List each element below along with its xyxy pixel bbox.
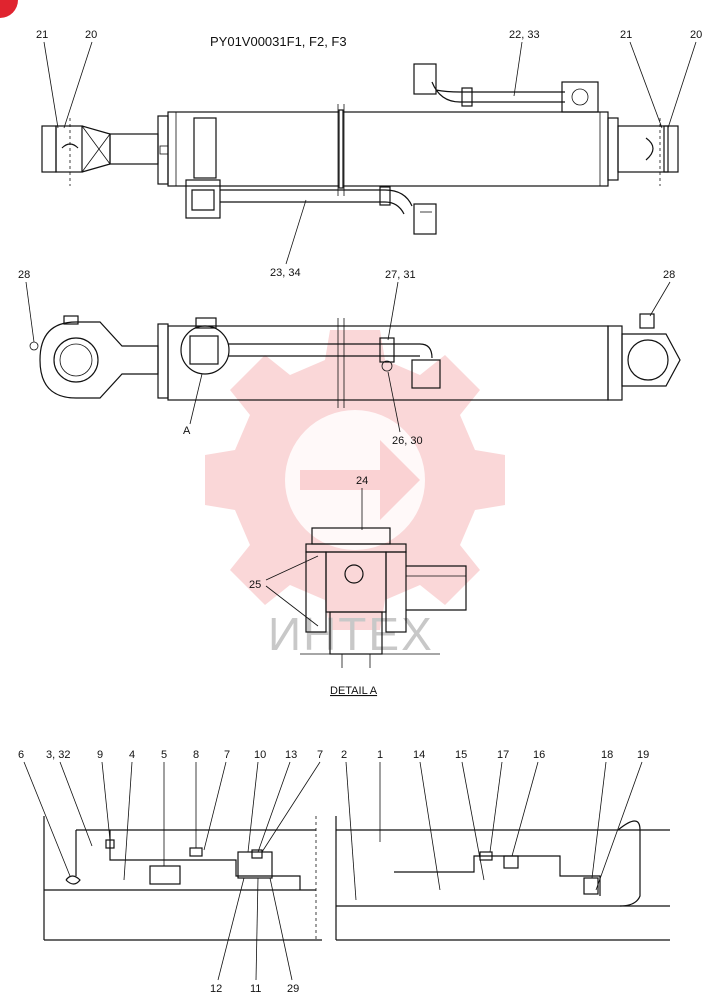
callout-label: 26, 30 — [392, 435, 423, 447]
callout-label: 19 — [637, 749, 649, 761]
callout-label: 29 — [287, 983, 299, 995]
callout-label: 6 — [18, 749, 24, 761]
side-view — [29, 313, 681, 408]
callout-label: 22, 33 — [509, 29, 540, 41]
callout-label: 27, 31 — [385, 269, 416, 281]
callout-label: 21 — [620, 29, 632, 41]
callout-label: 17 — [497, 749, 509, 761]
callout-label: 4 — [129, 749, 135, 761]
callout-label: 3, 32 — [46, 749, 70, 761]
callout-label: 28 — [18, 269, 30, 281]
watermark-text: ИНТЕХ — [268, 608, 434, 660]
callout-label: 28 — [663, 269, 675, 281]
callout-label: 7 — [224, 749, 230, 761]
callout-label: 2 — [341, 749, 347, 761]
callout-label: 21 — [36, 29, 48, 41]
callout-label: 9 — [97, 749, 103, 761]
callout-label: 24 — [356, 475, 368, 487]
detail-a-label: DETAIL A — [330, 685, 378, 697]
watermark-logo — [205, 330, 505, 630]
callout-label: 15 — [455, 749, 467, 761]
callout-label: 23, 34 — [270, 267, 301, 279]
callout-label: 12 — [210, 983, 222, 995]
callout-label: 16 — [533, 749, 545, 761]
callout-label: 10 — [254, 749, 266, 761]
callout-label: 7 — [317, 749, 323, 761]
callout-label: 20 — [690, 29, 702, 41]
callout-label: 13 — [285, 749, 297, 761]
section-view — [43, 816, 670, 941]
callout-label: 1 — [377, 749, 383, 761]
callout-label: 8 — [193, 749, 199, 761]
callout-label: 20 — [85, 29, 97, 41]
top-view — [41, 63, 679, 235]
callout-label: 5 — [161, 749, 167, 761]
callout-label: 25 — [249, 579, 261, 591]
callout-label: 14 — [413, 749, 425, 761]
detail-a-view — [300, 527, 467, 668]
callout-label: 11 — [250, 983, 261, 995]
callout-label: A — [183, 425, 191, 437]
corner-marker-icon — [0, 0, 18, 18]
drawing-title: PY01V00031F1, F2, F3 — [210, 34, 347, 49]
callout-label: 18 — [601, 749, 613, 761]
